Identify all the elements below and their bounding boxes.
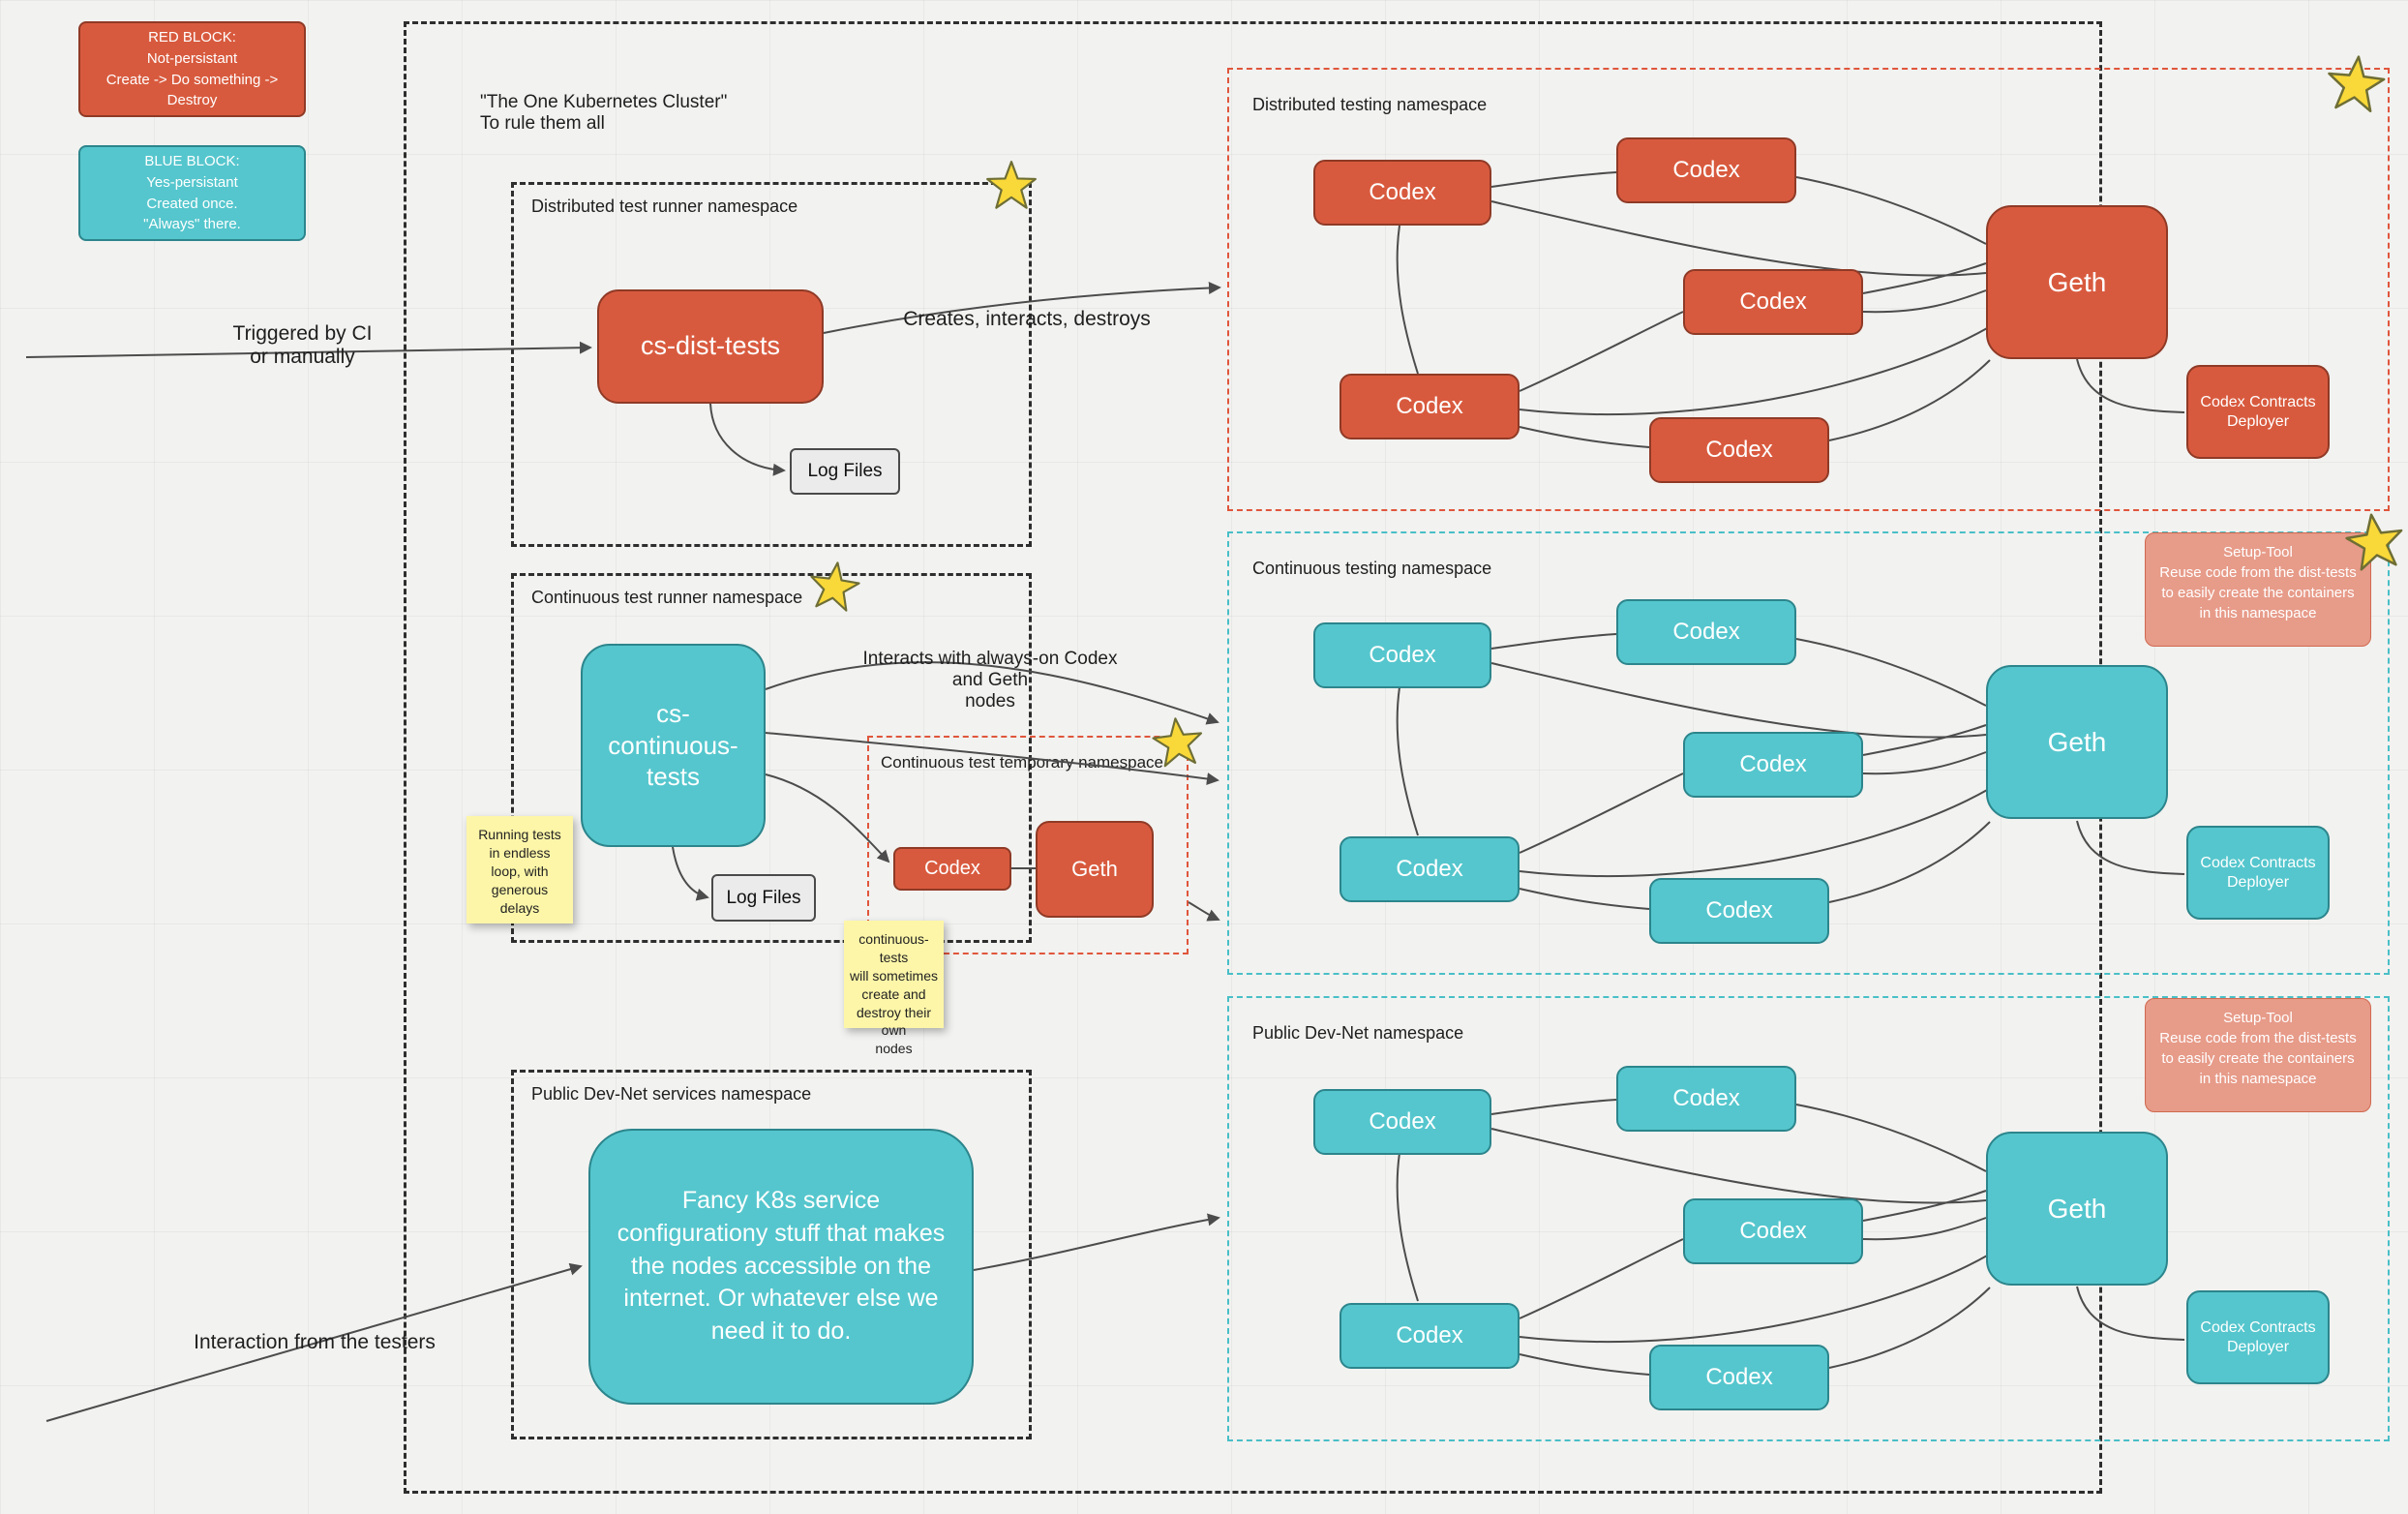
star-icon[interactable] (985, 160, 1038, 212)
geth-node[interactable]: Geth (1986, 665, 2168, 819)
setup-tool-box[interactable]: Setup-Tool Reuse code from the dist-test… (2145, 998, 2371, 1112)
cluster-title: "The One Kubernetes Cluster" To rule the… (480, 92, 728, 134)
codex-node[interactable]: Codex (1683, 1198, 1863, 1264)
codex-contracts-deployer-node[interactable]: Codex Contracts Deployer (2186, 826, 2330, 920)
codex-contracts-deployer-node[interactable]: Codex Contracts Deployer (2186, 1290, 2330, 1384)
geth-node[interactable]: Geth (1036, 821, 1154, 918)
interaction-testers-label: Interaction from the testers (194, 1331, 436, 1353)
star-icon[interactable] (2341, 508, 2408, 576)
setup-tool-box[interactable]: Setup-Tool Reuse code from the dist-test… (2145, 532, 2371, 647)
dist-testing-namespace[interactable]: Distributed testing namespace (1227, 68, 2390, 511)
codex-node[interactable]: Codex (1616, 137, 1796, 203)
namespace-label: Distributed test runner namespace (531, 197, 798, 216)
namespace-label: Distributed testing namespace (1252, 95, 1488, 114)
namespace-label: Continuous test runner namespace (531, 588, 803, 607)
interacts-label: Interacts with always-on Codex and Geth … (862, 649, 1118, 712)
codex-node[interactable]: Codex (1649, 878, 1829, 944)
star-icon[interactable] (2323, 51, 2389, 117)
codex-node[interactable]: Codex (1649, 417, 1829, 483)
sticky-note-temporary-nodes[interactable]: continuous-tests will sometimes create a… (844, 921, 944, 1056)
codex-node[interactable]: Codex (1313, 622, 1491, 688)
codex-node[interactable]: Codex (1616, 599, 1796, 665)
log-files-box[interactable]: Log Files (711, 874, 816, 922)
sticky-note-running-tests[interactable]: Running tests in endless loop, with gene… (467, 816, 573, 924)
codex-node[interactable]: Codex (1313, 1089, 1491, 1155)
star-icon[interactable] (1149, 713, 1206, 771)
cs-continuous-tests-node[interactable]: cs-continuous-tests (581, 644, 766, 847)
legend-red-block[interactable]: RED BLOCK: Not-persistant Create -> Do s… (78, 21, 306, 117)
fancy-k8s-service-node[interactable]: Fancy K8s service configurationy stuff t… (588, 1129, 974, 1405)
namespace-label: Public Dev-Net namespace (1252, 1023, 1464, 1043)
codex-node[interactable]: Codex (1616, 1066, 1796, 1132)
cs-dist-tests-node[interactable]: cs-dist-tests (597, 289, 824, 404)
namespace-label: Continuous test temporary namespace (881, 753, 1163, 772)
codex-node[interactable]: Codex (1339, 1303, 1520, 1369)
codex-node[interactable]: Codex (1683, 269, 1863, 335)
star-icon[interactable] (805, 558, 864, 617)
codex-node[interactable]: Codex (1649, 1345, 1829, 1410)
devnet-namespace[interactable]: Public Dev-Net namespace (1227, 996, 2390, 1441)
codex-node[interactable]: Codex (1339, 836, 1520, 902)
codex-node[interactable]: Codex (893, 847, 1011, 891)
namespace-label: Public Dev-Net services namespace (531, 1084, 812, 1104)
creates-interacts-label: Creates, interacts, destroys (903, 308, 1151, 330)
codex-node[interactable]: Codex (1339, 374, 1520, 439)
legend-blue-block[interactable]: BLUE BLOCK: Yes-persistant Created once.… (78, 145, 306, 241)
namespace-label: Continuous testing namespace (1252, 559, 1492, 578)
codex-node[interactable]: Codex (1313, 160, 1491, 226)
triggered-by-ci-label: Triggered by CI or manually (232, 322, 373, 368)
codex-contracts-deployer-node[interactable]: Codex Contracts Deployer (2186, 365, 2330, 459)
log-files-box[interactable]: Log Files (790, 448, 900, 495)
geth-node[interactable]: Geth (1986, 1132, 2168, 1286)
geth-node[interactable]: Geth (1986, 205, 2168, 359)
dist-runner-namespace[interactable]: Distributed test runner namespace (511, 182, 1032, 547)
cont-testing-namespace[interactable]: Continuous testing namespace (1227, 531, 2390, 975)
codex-node[interactable]: Codex (1683, 732, 1863, 798)
